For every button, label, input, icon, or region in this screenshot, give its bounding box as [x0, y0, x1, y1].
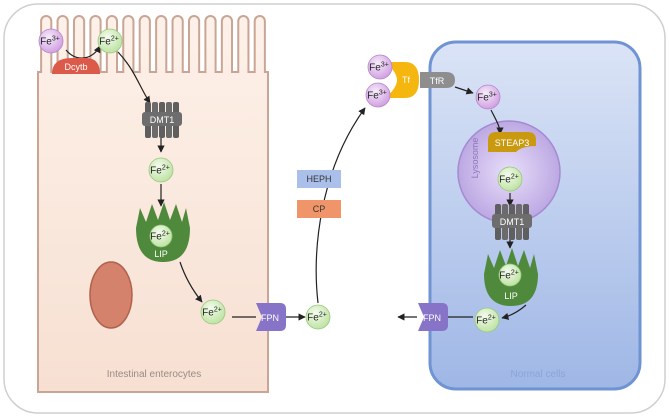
ion-label: Fe3+: [477, 92, 497, 104]
dmt1-transporter-enterocyte: [142, 102, 182, 138]
steap3-protein: [488, 132, 536, 152]
enterocyte-label: Intestinal enterocytes: [107, 369, 202, 380]
ion-label: Fe3+: [40, 36, 60, 48]
arrow-tfr-to-fe3: [454, 86, 474, 95]
ion-label: Fe2+: [499, 270, 519, 282]
lip-label-normal: LIP: [504, 291, 518, 301]
dmt1-transporter-normal: [492, 204, 532, 240]
ion-label: Fe3+: [369, 62, 389, 74]
lip-label-enterocyte: LIP: [154, 249, 168, 259]
arrow-dcytb-reduction: [65, 45, 101, 59]
fe2-ion: Fe2+: [149, 224, 173, 248]
normal-cell-label: Normal cells: [510, 369, 565, 380]
heph-box: [297, 170, 341, 188]
ion-label: Fe2+: [307, 312, 327, 324]
dmt1-label-enterocyte: DMT1: [150, 115, 175, 125]
fe2-ion: Fe2+: [498, 263, 522, 287]
transferrin: [385, 62, 419, 98]
ion-label: Fe2+: [476, 315, 496, 327]
arrow-lip-to-fe2: [179, 261, 203, 303]
iron-ions: Fe3+ Fe2+ Fe2+ Fe2+ Fe2+ Fe2+ Fe3+ Fe3+ Fe3+ Fe2+…: [38, 28, 523, 333]
steap3-label: STEAP3: [495, 138, 530, 148]
fe2-ion: Fe2+: [497, 166, 523, 192]
fe2-ion: Fe2+: [97, 28, 123, 54]
fpn-transporter-enterocyte: [256, 303, 286, 331]
nucleus: [89, 261, 133, 329]
fpn-label-enterocyte: FPN: [261, 313, 279, 323]
fe2-ion: Fe2+: [474, 307, 500, 333]
transferrin-receptor: [420, 72, 455, 88]
ion-label: Fe2+: [150, 231, 170, 243]
lysosome-label: Lysosome: [470, 138, 480, 179]
fe2-ion: Fe2+: [200, 299, 226, 325]
fe3-ion: Fe3+: [365, 82, 391, 108]
tf-label: Tf: [402, 75, 410, 85]
ion-label: Fe2+: [202, 307, 222, 319]
ion-label: Fe2+: [99, 36, 119, 48]
fpn-transporter-normal: [418, 303, 448, 331]
heph-label: HEPH: [306, 174, 331, 184]
dcytb-protein: [52, 58, 100, 74]
arrow-lip-to-fe2-normal: [501, 304, 527, 320]
ion-label: Fe2+: [499, 174, 519, 186]
dcytb-label: Dcytb: [64, 62, 87, 72]
fe2-ion: Fe2+: [148, 157, 174, 183]
ion-label: Fe3+: [367, 90, 387, 102]
cp-box: [297, 200, 341, 218]
fe3-ion: Fe3+: [367, 54, 393, 80]
arrow-fe2-to-dmt1: [117, 51, 151, 104]
dmt1-label-normal: DMT1: [500, 217, 525, 227]
ion-label: Fe2+: [150, 165, 170, 177]
fe3-ion: Fe3+: [38, 28, 64, 54]
fe2-ion: Fe2+: [305, 304, 331, 330]
fe3-ion: Fe3+: [475, 84, 501, 110]
cp-label: CP: [313, 204, 326, 214]
tfr-label: TfR: [430, 76, 445, 86]
fpn-label-normal: FPN: [423, 313, 441, 323]
